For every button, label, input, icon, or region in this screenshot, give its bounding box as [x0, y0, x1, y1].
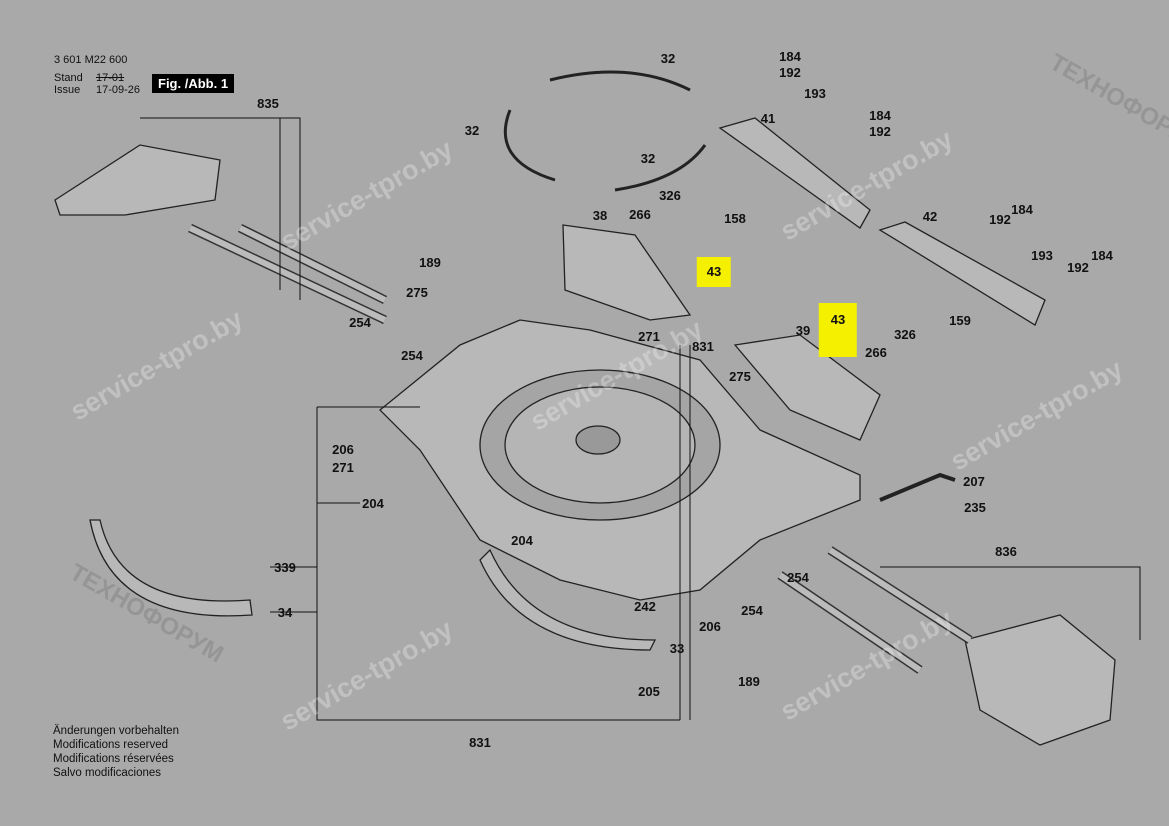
part-label: 254: [401, 348, 423, 363]
part-label: 271: [638, 329, 660, 344]
part-label: 206: [699, 619, 721, 634]
part-label: 339: [274, 560, 296, 575]
part-label: 184: [869, 108, 891, 123]
part-label: 193: [804, 86, 826, 101]
table-insert-33: [479, 548, 657, 651]
stand-value: 17-01: [96, 72, 125, 84]
part-label: 32: [660, 51, 676, 66]
part-label: 326: [659, 188, 681, 203]
part-label: 192: [779, 65, 801, 80]
modification-notes: Änderungen vorbehalten Modifications res…: [53, 724, 179, 780]
note: Änderungen vorbehalten: [53, 725, 179, 737]
highlighted-part-label: 43: [818, 303, 858, 357]
part-label: 34: [277, 605, 293, 620]
part-label: 266: [865, 345, 887, 360]
fence-38: [562, 224, 692, 321]
part-label: 275: [406, 285, 428, 300]
issue-label: Issue: [54, 84, 81, 96]
part-label: 158: [724, 211, 746, 226]
scale-34: [89, 519, 253, 617]
part-label: 189: [738, 674, 760, 689]
part-label: 206: [332, 442, 354, 457]
part-label: 254: [741, 603, 763, 618]
part-label: 33: [669, 641, 685, 656]
part-label: 254: [349, 315, 371, 330]
part-label: 836: [995, 544, 1017, 559]
part-number: 3 601 M22 600: [54, 54, 128, 66]
part-label: 831: [469, 735, 491, 750]
part-label: 184: [1091, 248, 1113, 263]
extension-arm-835: [54, 144, 221, 216]
part-label: 192: [1067, 260, 1089, 275]
fence-41: [718, 117, 871, 229]
part-label: 32: [640, 151, 656, 166]
part-label: 42: [922, 209, 938, 224]
fence-39: [733, 334, 881, 441]
note: Modifications réservées: [53, 753, 174, 765]
extension-arm-836: [964, 614, 1116, 746]
part-label: 204: [362, 496, 384, 511]
part-label: 192: [869, 124, 891, 139]
part-label: 32: [464, 123, 480, 138]
part-label: 159: [949, 313, 971, 328]
part-label: 184: [1011, 202, 1033, 217]
part-label: 41: [760, 111, 776, 126]
part-label: 38: [592, 208, 608, 223]
issue-value: 17-09-26: [96, 84, 141, 96]
part-label: 189: [419, 255, 441, 270]
part-label: 831: [692, 339, 714, 354]
part-label: 184: [779, 49, 801, 64]
stand-label: Stand: [54, 72, 83, 84]
part-label: 39: [795, 323, 811, 338]
part-label: 326: [894, 327, 916, 342]
part-label: 204: [511, 533, 533, 548]
part-label: 835: [257, 96, 279, 111]
part-label: 271: [332, 460, 354, 475]
part-label: 193: [1031, 248, 1053, 263]
fence-42: [878, 221, 1046, 326]
part-label: 207: [963, 474, 985, 489]
part-label: 192: [989, 212, 1011, 227]
highlighted-part-label: 43: [696, 257, 732, 287]
part-label: 254: [787, 570, 809, 585]
figure-label: Fig. /Abb. 1: [152, 74, 235, 93]
part-label: 275: [729, 369, 751, 384]
part-label: 242: [634, 599, 656, 614]
note: Salvo modificaciones: [53, 767, 162, 779]
note: Modifications reserved: [53, 739, 169, 751]
part-label: 235: [964, 500, 986, 515]
part-label: 205: [638, 684, 660, 699]
part-label: 266: [629, 207, 651, 222]
